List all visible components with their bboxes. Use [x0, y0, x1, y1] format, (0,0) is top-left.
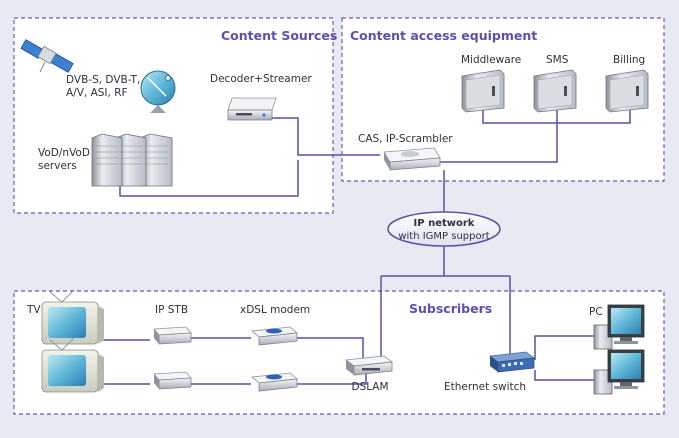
sms-server-icon: [533, 69, 577, 113]
middleware-server-icon: [461, 69, 505, 113]
broadcast-label-line2: A/V, ASI, RF: [66, 87, 128, 99]
content-sources-title: Content Sources: [221, 28, 337, 43]
decoder-streamer-icon: [227, 97, 277, 121]
ip-network-ellipse: [387, 211, 501, 247]
xdsl-modem-icon-2: [251, 372, 298, 392]
tv-label: TV: [26, 304, 41, 316]
cas-label: CAS, IP-Scrambler: [358, 133, 453, 145]
vod-label-line2: servers: [38, 160, 77, 172]
cas-scrambler-icon: [383, 147, 441, 171]
connection-lines: [98, 110, 631, 385]
middleware-label: Middleware: [461, 54, 521, 66]
ip-network: IP network with IGMP support: [387, 211, 501, 247]
tv-icon-2: [41, 337, 104, 393]
ip-stb-icon-2: [153, 371, 192, 390]
content-sources-box: [13, 17, 334, 214]
xdsl-modem-label: xDSL modem: [240, 304, 310, 316]
broadcast-label-line1: DVB-S, DVB-T,: [66, 74, 140, 86]
pc-icon-2: [593, 349, 645, 395]
ip-network-title: IP network: [414, 218, 475, 229]
vod-label-line1: VoD/nVoD: [38, 147, 90, 159]
satellite-dish-icon: [140, 70, 176, 113]
pc-label: PC: [589, 306, 603, 318]
vod-servers-icon: [91, 133, 173, 187]
xdsl-modem-icon-1: [251, 326, 298, 346]
subscribers-box: [13, 290, 665, 415]
ip-stb-label: IP STB: [155, 304, 188, 316]
dslam-label: DSLAM: [351, 381, 388, 393]
subscribers-title: Subscribers: [409, 301, 492, 316]
decoder-label: Decoder+Streamer: [210, 73, 312, 85]
satellite-icon: [20, 39, 74, 73]
billing-server-icon: [605, 69, 649, 113]
tv-icon-1: [41, 289, 104, 345]
ip-stb-icon-1: [153, 326, 192, 345]
pc-icon-1: [593, 304, 645, 350]
sms-label: SMS: [546, 54, 569, 66]
content-access-title: Content access equipment: [350, 28, 537, 43]
dslam-icon: [344, 355, 394, 376]
ethernet-switch-label: Ethernet switch: [444, 381, 526, 393]
billing-label: Billing: [613, 54, 645, 66]
ethernet-switch-icon: [488, 351, 536, 373]
ip-network-subtitle: with IGMP support: [398, 231, 489, 242]
